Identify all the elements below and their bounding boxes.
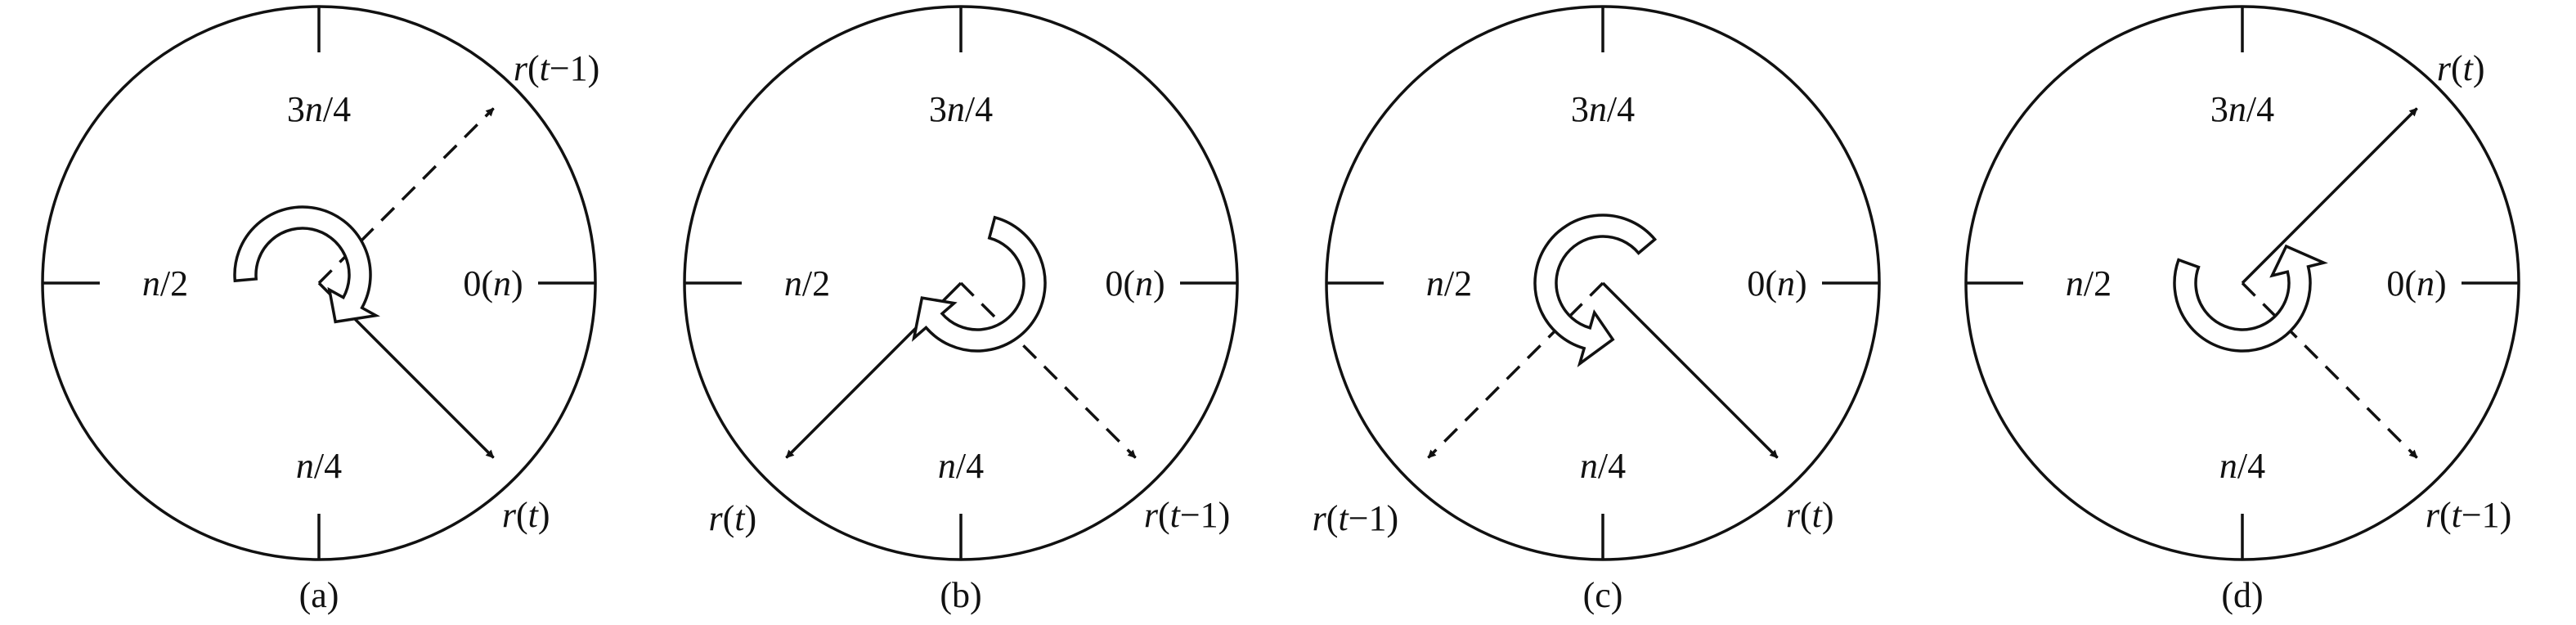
panel-caption: (c) [1583, 575, 1623, 615]
panel-a: 3n/4 n/4 n/2 0(n) r(t) r(t−1) (a) [41, 5, 599, 615]
rotation-arrow-icon [233, 205, 380, 324]
label-top: 3n/4 [287, 89, 351, 129]
panel-caption: (a) [299, 575, 339, 615]
vector-label: r(t) [1786, 495, 1834, 535]
label-top: 3n/4 [929, 89, 993, 129]
label-left: n/2 [784, 263, 830, 304]
rotation-arrow-icon [2173, 244, 2328, 353]
label-right: 0(n) [2386, 263, 2446, 304]
vector-label: r(t) [502, 495, 550, 535]
label-top: 3n/4 [2210, 89, 2274, 129]
vector-rt-minus-1 [1427, 281, 1604, 459]
vector-label: r(t−1) [1144, 495, 1230, 535]
label-left: n/2 [1426, 263, 1472, 304]
panel-caption: (b) [940, 575, 981, 615]
vector-label: r(t−1) [514, 48, 599, 88]
panels-group: 3n/4 n/4 n/2 0(n) r(t) r(t−1) (a) 3n/4 n/4 n/2 0(n… [41, 5, 2520, 615]
vector-label: r(t−1) [2426, 495, 2511, 535]
label-top: 3n/4 [1571, 89, 1635, 129]
vector-label: r(t) [708, 498, 756, 538]
panel-d: 3n/4 n/4 n/2 0(n) r(t) r(t−1) (d) [1964, 5, 2520, 615]
panel-caption: (d) [2221, 575, 2263, 615]
label-right: 0(n) [1747, 263, 1806, 304]
rotation-arrow-icon [911, 215, 1047, 353]
label-left: n/2 [142, 263, 188, 304]
label-right: 0(n) [1105, 263, 1165, 304]
label-left: n/2 [2066, 263, 2112, 304]
label-bottom: n/4 [2219, 446, 2265, 486]
label-bottom: n/4 [296, 446, 342, 486]
vector-rt-minus-1 [2241, 281, 2418, 459]
panel-c: 3n/4 n/4 n/2 0(n) r(t) r(t−1) (c) [1313, 5, 1881, 615]
panel-b: 3n/4 n/4 n/2 0(n) r(t) r(t−1) (b) [683, 5, 1239, 615]
label-bottom: n/4 [938, 446, 984, 486]
vector-rt-minus-1 [959, 281, 1137, 459]
vector-rt [2241, 107, 2418, 285]
vector-label: r(t) [2437, 48, 2485, 88]
rotation-arrow-icon [1533, 214, 1658, 367]
vector-rt [1601, 281, 1779, 459]
vector-label: r(t−1) [1313, 498, 1398, 538]
label-bottom: n/4 [1580, 446, 1626, 486]
label-right: 0(n) [463, 263, 523, 304]
